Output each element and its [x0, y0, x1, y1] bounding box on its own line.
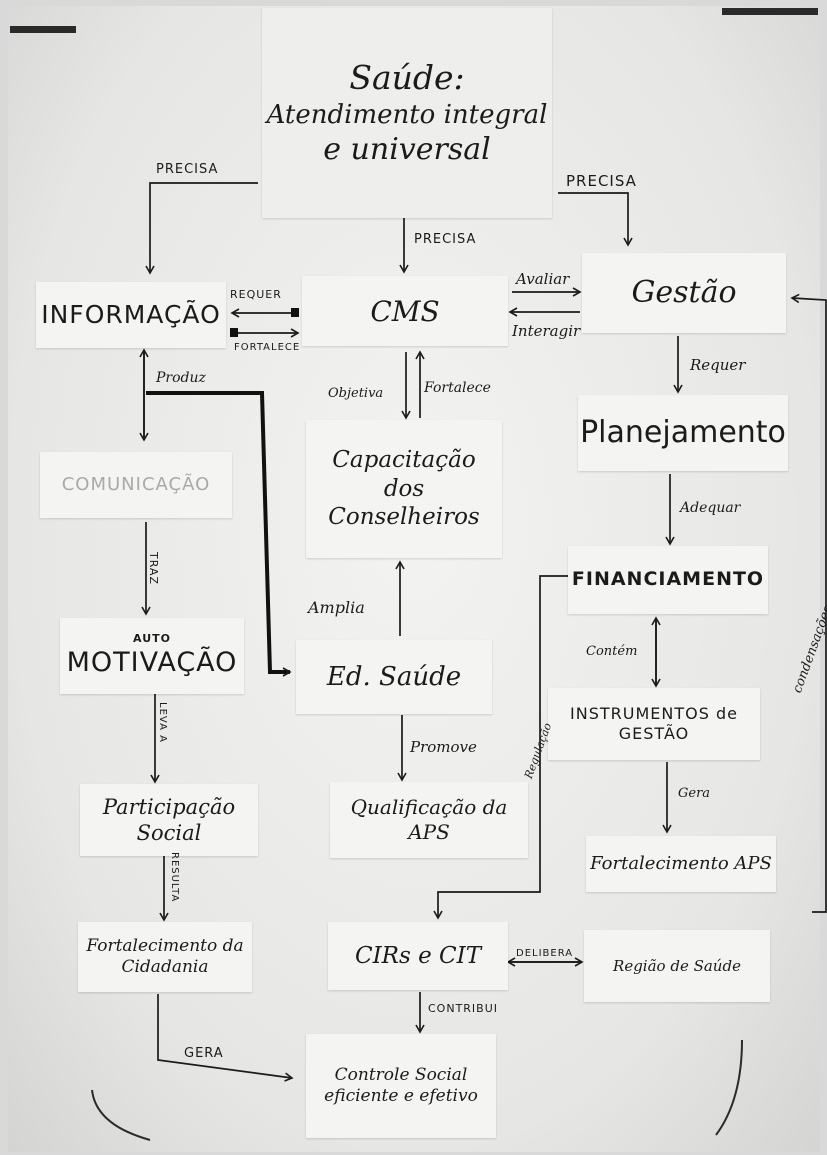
label-requer: Requer: [690, 356, 746, 374]
label-precisa-center: PRECISA: [414, 232, 477, 247]
node-cms: CMS: [302, 276, 508, 346]
label-amplia: Amplia: [308, 598, 365, 617]
node-motivacao: AUTO MOTIVAÇÃO: [60, 618, 244, 694]
label-objetiva: Objetiva: [328, 386, 384, 401]
node-ed-saude: Ed. Saúde: [296, 640, 492, 714]
node-participacao: Participação Social: [80, 784, 258, 856]
label-contem: Contém: [586, 644, 638, 659]
title-line-2: Atendimento integral: [266, 99, 548, 130]
node-instrumentos: INSTRUMENTOS de GESTÃO: [548, 688, 760, 760]
label-promove: Promove: [410, 738, 477, 756]
node-controle: Controle Social eficiente e efetivo: [306, 1034, 496, 1138]
label-gera-right: Gera: [678, 786, 711, 801]
label-precisa-right: PRECISA: [566, 172, 637, 190]
node-financiamento: FINANCIAMENTO: [568, 546, 768, 614]
label-requer-top: REQUER: [230, 288, 282, 301]
node-planejamento: Planejamento: [578, 395, 788, 471]
label-traz: TRAZ: [147, 552, 160, 585]
node-qualificacao: Qualificação da APS: [330, 782, 528, 858]
label-fortalece: Fortalece: [424, 380, 491, 396]
node-gestao: Gestão: [582, 253, 786, 333]
node-fortalecimento-aps: Fortalecimento APS: [586, 836, 776, 892]
node-motivacao-prefix: AUTO: [133, 632, 171, 646]
node-comunicacao: COMUNICAÇÃO: [40, 452, 232, 518]
label-avaliar: Avaliar: [516, 270, 570, 288]
node-fortalecimento-cidadania: Fortalecimento da Cidadania: [78, 922, 252, 992]
label-adequar: Adequar: [680, 500, 741, 516]
label-fortalece-bottom: FORTALECE: [234, 342, 301, 353]
label-precisa-left: PRECISA: [156, 162, 219, 177]
node-capacitacao: Capacitação dos Conselheiros: [306, 420, 502, 558]
label-produz: Produz: [156, 370, 206, 386]
label-leva-a: LEVA A: [157, 702, 168, 743]
label-resulta: RESULTA: [169, 852, 180, 903]
node-cirs-cit: CIRs e CIT: [328, 922, 508, 990]
label-delibera: DELIBERA: [516, 948, 574, 959]
tape-top-right: [722, 8, 818, 15]
tape-top-left: [10, 26, 76, 33]
label-contribui: CONTRIBUI: [428, 1002, 499, 1015]
title-line-3: e universal: [323, 132, 491, 168]
title-line-1: Saúde:: [349, 58, 465, 98]
node-regiao: Região de Saúde: [584, 930, 770, 1002]
title-card: Saúde: Atendimento integral e universal: [262, 8, 552, 218]
label-interagir: Interagir: [512, 322, 581, 340]
node-motivacao-label: MOTIVAÇÃO: [66, 647, 238, 678]
label-gera-bottom: GERA: [184, 1046, 224, 1061]
node-informacao: INFORMAÇÃO: [36, 282, 226, 348]
